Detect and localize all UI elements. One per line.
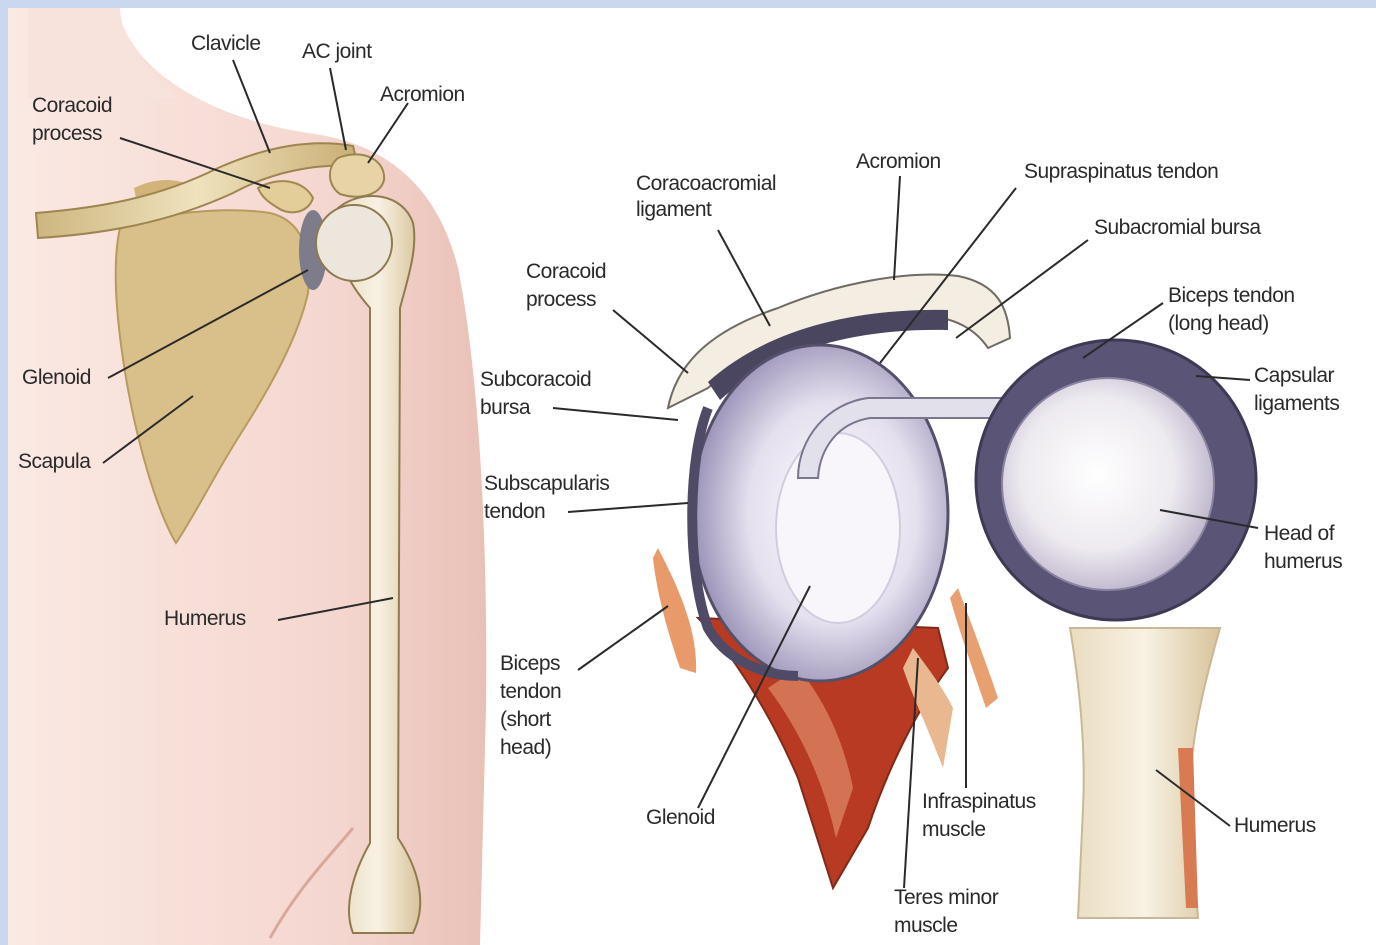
label-acromion-right: Acromion bbox=[856, 150, 941, 173]
shoulder-anatomy-diagram: Clavicle AC joint Acromion Coracoid proc… bbox=[8, 8, 1376, 945]
neck-skin bbox=[28, 8, 178, 98]
label-humerus: Humerus bbox=[164, 607, 246, 630]
label-teres-minor-1: Teres minor bbox=[894, 886, 999, 909]
label-coracoid-right-1: Coracoid bbox=[526, 260, 606, 283]
label-subscapularis-1: Subscapularis bbox=[484, 472, 609, 495]
label-subcoracoid-1: Subcoracoid bbox=[480, 368, 591, 391]
label-capsular-2: ligaments bbox=[1254, 392, 1339, 415]
label-biceps-short-3: (short bbox=[500, 708, 551, 731]
right-joint-view: Coracoacromial ligament Acromion Suprasp… bbox=[480, 150, 1342, 937]
humerus-shaft-right bbox=[1070, 628, 1220, 918]
label-coracoid-process-2: process bbox=[32, 122, 102, 145]
label-infraspinatus-2: muscle bbox=[922, 818, 986, 841]
leader-subscapularis bbox=[568, 503, 688, 512]
label-subacromial: Subacromial bursa bbox=[1094, 216, 1261, 239]
label-humerus-right: Humerus bbox=[1234, 814, 1316, 837]
humeral-head-right bbox=[1002, 378, 1214, 590]
label-biceps-long-2: (long head) bbox=[1168, 312, 1269, 335]
glenoid-inner-cartilage bbox=[776, 433, 900, 623]
label-infraspinatus-1: Infraspinatus bbox=[922, 790, 1036, 813]
label-subcoracoid-2: bursa bbox=[480, 396, 531, 419]
label-teres-minor-2: muscle bbox=[894, 914, 958, 937]
label-coracoacromial-1: Coracoacromial bbox=[636, 172, 776, 195]
label-acromion: Acromion bbox=[380, 83, 465, 106]
label-head-humerus-2: humerus bbox=[1264, 550, 1342, 573]
label-coracoid-process-1: Coracoid bbox=[32, 94, 112, 117]
leader-acromion-right bbox=[894, 176, 900, 280]
label-glenoid: Glenoid bbox=[22, 366, 91, 389]
left-shoulder-view: Clavicle AC joint Acromion Coracoid proc… bbox=[8, 8, 486, 945]
teres-minor-muscle bbox=[950, 588, 998, 708]
label-supraspinatus: Supraspinatus tendon bbox=[1024, 160, 1218, 183]
label-scapula: Scapula bbox=[18, 450, 91, 473]
label-clavicle: Clavicle bbox=[191, 32, 261, 55]
leader-coracoacromial bbox=[718, 230, 770, 326]
label-coracoacromial-2: ligament bbox=[636, 198, 712, 221]
label-head-humerus-1: Head of bbox=[1264, 522, 1335, 545]
label-coracoid-right-2: process bbox=[526, 288, 596, 311]
acromion-bone bbox=[330, 154, 384, 196]
label-biceps-short-2: tendon bbox=[500, 680, 561, 703]
label-capsular-1: Capsular bbox=[1254, 364, 1335, 387]
label-biceps-short-1: Biceps bbox=[500, 652, 560, 675]
diagram-frame: Clavicle AC joint Acromion Coracoid proc… bbox=[8, 8, 1376, 945]
humeral-head bbox=[316, 205, 392, 281]
label-ac-joint: AC joint bbox=[302, 40, 372, 63]
leader-subcoracoid bbox=[553, 408, 678, 420]
leader-coracoid-right bbox=[613, 310, 688, 373]
label-biceps-short-4: head) bbox=[500, 736, 551, 759]
label-subscapularis-2: tendon bbox=[484, 500, 545, 523]
label-glenoid-right: Glenoid bbox=[646, 806, 715, 829]
torso-skin bbox=[8, 8, 486, 945]
leader-acromion bbox=[368, 103, 408, 163]
leader-biceps-short bbox=[578, 606, 668, 670]
label-biceps-long-1: Biceps tendon bbox=[1168, 284, 1295, 307]
